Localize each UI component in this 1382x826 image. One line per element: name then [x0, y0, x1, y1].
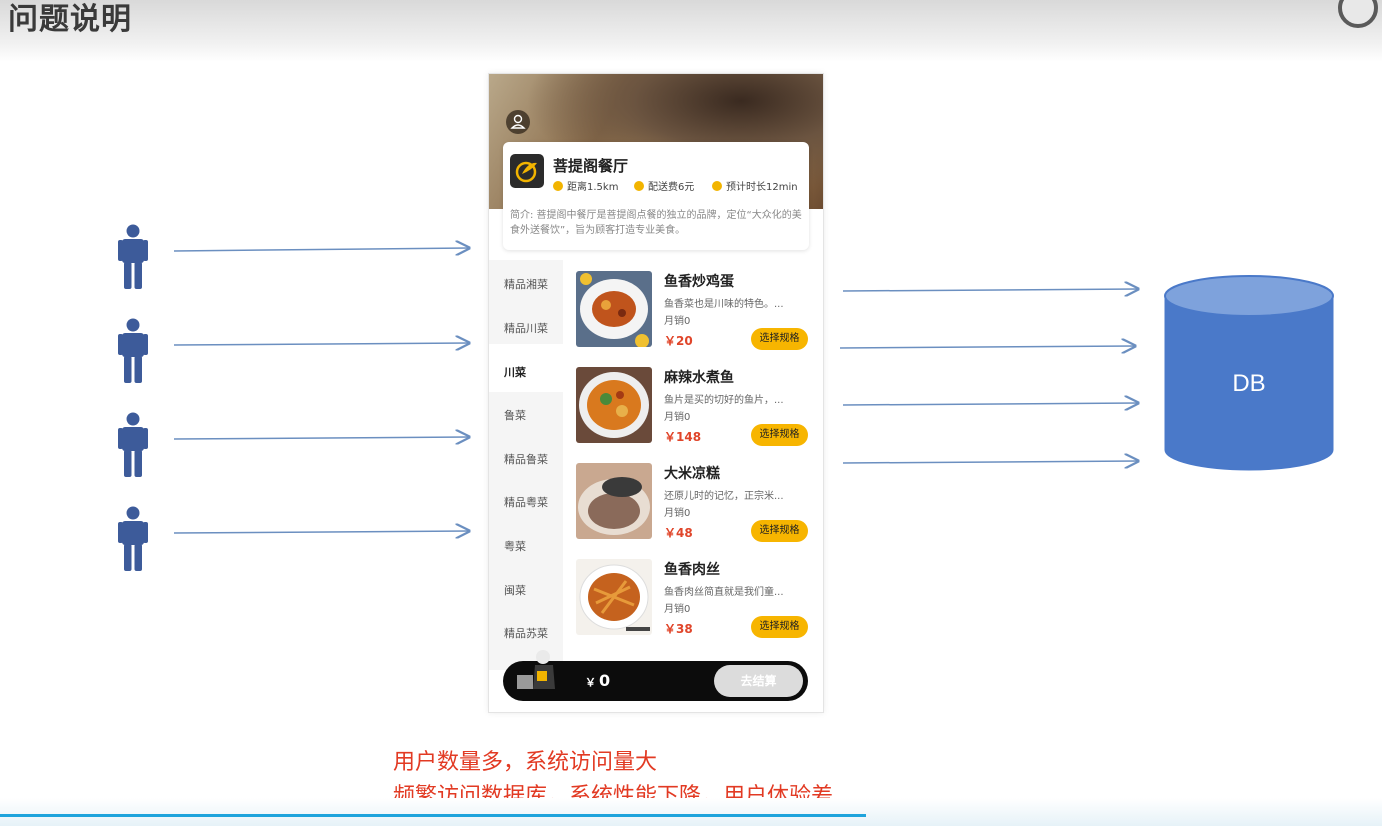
bottom-strip	[0, 798, 1382, 826]
user-icon[interactable]	[506, 110, 530, 134]
category-sidebar	[489, 260, 563, 670]
shop-intro: 简介: 菩提阁中餐厅是菩提阁点餐的独立的品牌，定位“大众化的美食外送餐饮”，旨为…	[510, 210, 802, 236]
category-item[interactable]: 精品川菜	[504, 322, 548, 335]
dish-desc: 鱼香肉丝简直就是我们童...	[664, 587, 784, 598]
cart-bar: ￥0 去结算	[503, 650, 808, 701]
dish-name: 鱼香肉丝	[664, 562, 720, 578]
time-icon	[712, 181, 722, 191]
person-icon	[118, 506, 148, 571]
category-item-active[interactable]: 川菜	[504, 366, 526, 379]
dish-image[interactable]	[576, 463, 652, 539]
dish-price: ￥148	[664, 430, 702, 444]
category-item[interactable]: 精品湘菜	[504, 278, 548, 291]
arrow-db-4	[842, 461, 1138, 463]
select-spec-button[interactable]: 选择规格	[751, 328, 808, 350]
dish-price: ￥38	[664, 622, 693, 636]
fee-icon	[634, 181, 644, 191]
arrow-user-3	[173, 437, 469, 439]
dish-sales: 月销0	[664, 316, 691, 327]
dish-sales: 月销0	[664, 604, 691, 615]
shop-name: 菩提阁餐厅	[553, 157, 629, 175]
category-item[interactable]: 鲁菜	[504, 409, 526, 422]
cart-icon[interactable]	[509, 645, 565, 697]
slide-header	[0, 0, 1382, 62]
dish-name: 大米凉糕	[664, 466, 720, 482]
category-item[interactable]: 精品鲁菜	[504, 453, 548, 466]
person-icon	[118, 224, 148, 289]
category-active-bg	[489, 344, 563, 392]
category-item[interactable]: 闽菜	[504, 584, 526, 597]
shop-card: 菩提阁餐厅 距离1.5km 配送费6元 预计时长12min 简介: 菩提阁中餐厅…	[503, 142, 809, 250]
slide-title: 问题说明	[8, 2, 132, 37]
person-icon	[118, 412, 148, 477]
dish-desc: 还原儿时的记忆，正宗米...	[664, 491, 784, 502]
category-item[interactable]: 粤菜	[504, 540, 526, 553]
dish-sales: 月销0	[664, 412, 691, 423]
dish-price: ￥20	[664, 334, 693, 348]
dish-sales: 月销0	[664, 508, 691, 519]
request-arrows	[173, 0, 1382, 600]
database-cylinder-icon	[1164, 275, 1334, 471]
category-item[interactable]: 精品粤菜	[504, 496, 548, 509]
caption-line-1: 用户数量多，系统访问量大	[393, 750, 658, 775]
select-spec-button[interactable]: 选择规格	[751, 616, 808, 638]
phone-screenshot: 菩提阁餐厅 距离1.5km 配送费6元 预计时长12min 简介: 菩提阁中餐厅…	[488, 73, 824, 713]
category-item[interactable]: 精品苏菜	[504, 627, 548, 640]
shop-distance: 距离1.5km	[553, 178, 618, 193]
person-icon	[118, 318, 148, 383]
checkout-button[interactable]: 去结算	[714, 665, 803, 697]
arrow-user-1	[173, 248, 469, 251]
dish-price: ￥48	[664, 526, 693, 540]
database: DB	[1163, 274, 1335, 474]
dish-desc: 鱼片是买的切好的鱼片，...	[664, 395, 784, 406]
select-spec-button[interactable]: 选择规格	[751, 424, 808, 446]
cart-total: ￥0	[585, 671, 611, 690]
shop-delivery-fee: 配送费6元	[634, 178, 694, 193]
arrow-db-2	[839, 346, 1135, 348]
dish-name: 鱼香炒鸡蛋	[664, 274, 734, 290]
dish-name: 麻辣水煮鱼	[664, 370, 734, 386]
shop-eta: 预计时长12min	[712, 178, 798, 193]
arrow-user-2	[173, 343, 469, 345]
database-label: DB	[1232, 370, 1266, 397]
shop-logo-icon	[510, 154, 544, 188]
arrow-db-3	[842, 403, 1138, 405]
dish-image[interactable]	[576, 367, 652, 443]
arrow-user-4	[173, 531, 469, 533]
arrow-db-1	[842, 289, 1138, 291]
video-progress-bar[interactable]	[0, 814, 866, 817]
location-icon	[553, 181, 563, 191]
dish-image[interactable]	[576, 559, 652, 635]
dish-desc: 鱼香菜也是川味的特色。...	[664, 299, 784, 310]
select-spec-button[interactable]: 选择规格	[751, 520, 808, 542]
dish-image[interactable]	[576, 271, 652, 347]
